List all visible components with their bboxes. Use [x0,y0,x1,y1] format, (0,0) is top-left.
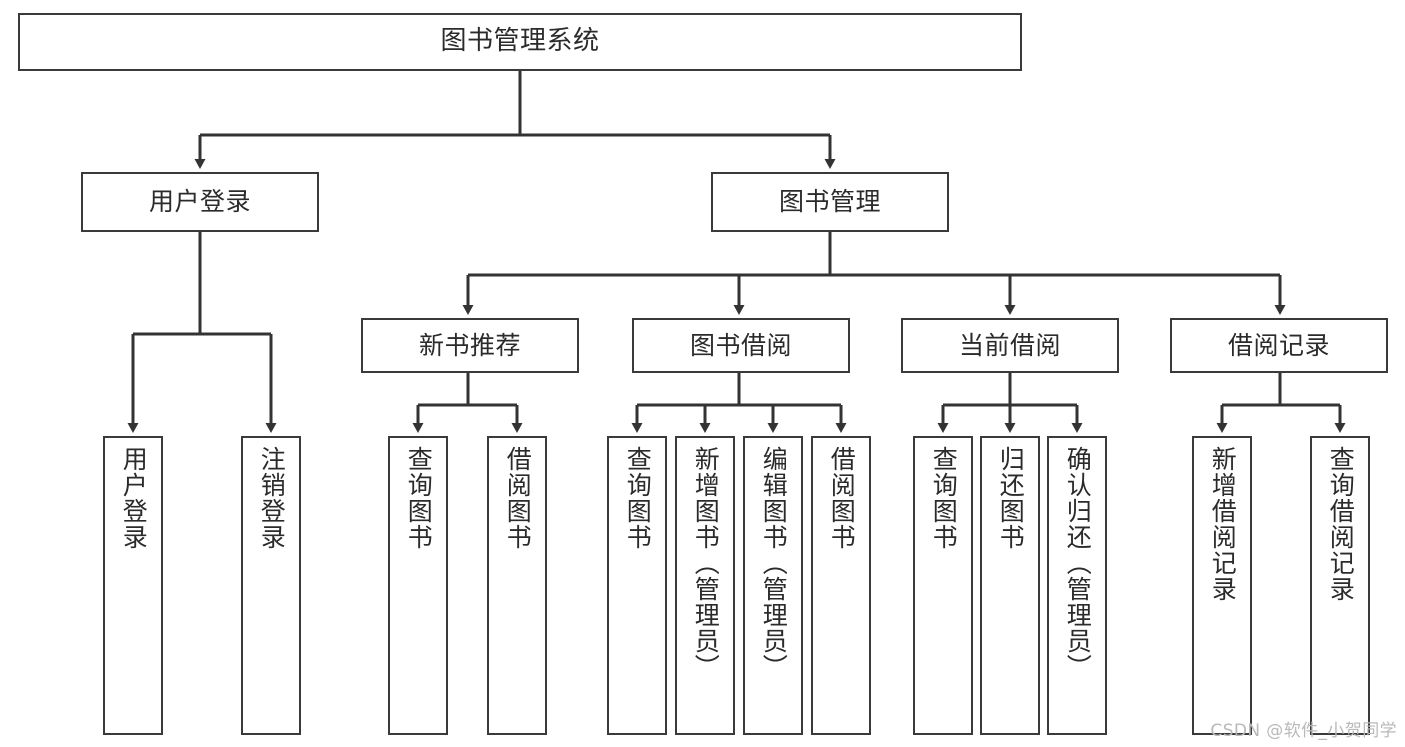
node-label: 归还图书 [996,446,1026,550]
node-label: 借阅图书 [827,446,857,550]
node-new-book-recommend[interactable]: 新书推荐 [361,318,579,373]
node-root-system[interactable]: 图书管理系统 [18,13,1022,71]
node-borrow-record[interactable]: 借阅记录 [1170,318,1388,373]
leaf-book-borrow-query[interactable]: 查询图书 [607,436,667,735]
leaf-book-borrow-add[interactable]: 新增图书（管理员） [675,436,735,735]
node-book-management[interactable]: 图书管理 [711,172,949,232]
node-label: 查询图书 [929,446,959,550]
node-label: 图书借阅 [689,330,792,360]
node-label: 新书推荐 [418,330,521,360]
node-label: 确认归还（管理员） [1063,446,1093,680]
leaf-current-borrow-query[interactable]: 查询图书 [913,436,973,735]
node-label: 当前借阅 [958,330,1061,360]
node-label: 查询图书 [404,446,434,550]
leaf-new-book-query[interactable]: 查询图书 [388,436,448,735]
node-label: 新增图书（管理员） [691,446,721,680]
node-book-borrow[interactable]: 图书借阅 [632,318,850,373]
leaf-book-borrow-borrow[interactable]: 借阅图书 [811,436,871,735]
node-label: 查询图书 [623,446,653,550]
leaf-borrow-record-add[interactable]: 新增借阅记录 [1192,436,1252,735]
leaf-user-login-login[interactable]: 用户登录 [103,436,163,735]
leaf-user-login-logout[interactable]: 注销登录 [241,436,301,735]
node-label: 借阅图书 [503,446,533,550]
node-label: 注销登录 [257,446,287,550]
leaf-book-borrow-edit[interactable]: 编辑图书（管理员） [743,436,803,735]
node-label: 用户登录 [119,446,149,550]
node-label: 图书管理 [778,187,881,216]
node-label: 查询借阅记录 [1326,446,1356,602]
node-label: 图书管理系统 [440,26,600,57]
watermark: CSDN @软件_小贺同学 [1210,721,1397,741]
node-label: 用户登录 [148,187,251,216]
node-label: 借阅记录 [1227,330,1330,360]
leaf-borrow-record-query[interactable]: 查询借阅记录 [1310,436,1370,735]
leaf-new-book-borrow[interactable]: 借阅图书 [487,436,547,735]
node-label: 新增借阅记录 [1208,446,1238,602]
node-user-login[interactable]: 用户登录 [81,172,319,232]
node-current-borrow[interactable]: 当前借阅 [901,318,1119,373]
node-label: 编辑图书（管理员） [759,446,789,680]
leaf-current-borrow-confirm-return[interactable]: 确认归还（管理员） [1047,436,1107,735]
leaf-current-borrow-return[interactable]: 归还图书 [980,436,1040,735]
